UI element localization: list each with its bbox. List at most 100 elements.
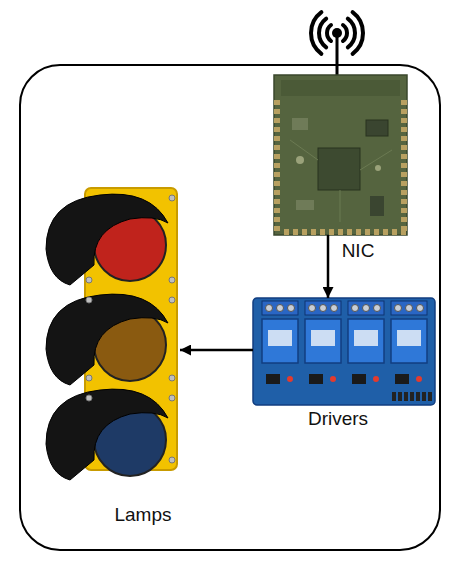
nic-board-picture-part (274, 172, 280, 177)
nic-board-picture-part (356, 229, 361, 235)
housing-outline (20, 65, 440, 550)
nic-board-picture-part (401, 190, 407, 195)
relay-board-picture-part (406, 305, 413, 312)
nic-board-picture-part (311, 229, 316, 235)
relay-board-picture-part (352, 374, 366, 384)
nic-board-picture-part (274, 127, 280, 132)
nic-board-picture-part (274, 109, 280, 114)
relay-board-picture-part (268, 330, 292, 346)
nic-board-picture-part (274, 217, 280, 222)
nic-board-picture-part (347, 229, 352, 235)
traffic-light-picture-part (169, 395, 175, 401)
relay-board-picture-part (395, 305, 402, 312)
driver-board: Drivers (253, 298, 435, 405)
nic-board-picture-part (284, 229, 289, 235)
traffic-light-picture-part (86, 395, 92, 401)
antenna-symbol-part (319, 19, 326, 48)
relay-board-picture-part (330, 376, 336, 382)
nic-board-picture-part (401, 118, 407, 123)
relay-board-picture-part (410, 392, 414, 401)
nic-board-picture-part (302, 229, 307, 235)
nic-board-picture-part (292, 118, 308, 130)
part-label: Drivers (306, 408, 370, 431)
traffic-light-picture-part (169, 297, 175, 303)
part-label: Lamps (112, 504, 173, 527)
signal-arrow (327, 235, 330, 298)
nic-board-picture-part (370, 196, 384, 216)
nic-board-picture-part (401, 163, 407, 168)
nic-board-picture-part (274, 190, 280, 195)
relay-board-picture-part (309, 305, 316, 312)
nic-board-picture-part (274, 75, 407, 235)
nic-board-picture-part (318, 148, 360, 190)
relay-board-picture-part (397, 330, 421, 346)
relay-board-picture-part (404, 392, 408, 401)
traffic-light-picture (46, 188, 177, 480)
relay-board-picture-part (354, 330, 378, 346)
relay-board-picture-part (392, 392, 396, 401)
antenna-symbol-part (327, 25, 331, 41)
nic-board-picture-part (296, 156, 304, 164)
part-label: NIC (340, 240, 377, 263)
relay-board-picture-part (262, 301, 298, 315)
traffic-light-picture-part (86, 375, 92, 381)
traffic-light-picture-part (169, 457, 175, 463)
nic-board-picture-part (401, 208, 407, 213)
nic-board-picture-part (274, 145, 280, 150)
relay-board-picture-part (253, 298, 435, 405)
traffic-light-picture-part (86, 297, 92, 303)
nic-board-picture-part (401, 229, 406, 235)
traffic-light-picture-part (46, 194, 168, 285)
relay-board-picture-part (311, 330, 335, 346)
relay-board-picture-part (266, 305, 273, 312)
traffic-light-picture-part (46, 389, 168, 480)
nic-board-picture-part (401, 199, 407, 204)
relay-board-picture-part (373, 376, 379, 382)
relay-board-picture-part (391, 319, 427, 363)
nic-board-picture-part (401, 154, 407, 159)
relay-board-picture-part (422, 392, 426, 401)
lamp-unit: Lamps (42, 188, 180, 470)
relay-board-picture-part (288, 305, 295, 312)
nic-board-picture-part (374, 229, 379, 235)
nic-board-picture-part (375, 165, 381, 171)
relay-board-picture-part (348, 319, 384, 363)
relay-board-picture-part (331, 305, 338, 312)
nic-board-picture-part (274, 163, 280, 168)
nic-board-picture-part (274, 208, 280, 213)
relay-board-picture-part (374, 305, 381, 312)
nic-board-picture-part (274, 199, 280, 204)
signal-arrow (180, 349, 253, 352)
nic-board-picture-part (290, 140, 318, 160)
relay-board-picture-part (277, 305, 284, 312)
nic-board-picture-part (401, 109, 407, 114)
antenna-symbol-part (343, 25, 347, 41)
traffic-light-picture-part (86, 277, 92, 283)
relay-board-picture-part (305, 319, 341, 363)
antenna-symbol-part (336, 33, 339, 76)
relay-board-picture-part (398, 392, 402, 401)
traffic-light-picture-part (169, 277, 175, 283)
relay-board-picture-part (417, 305, 424, 312)
nic-board-picture (274, 75, 407, 235)
antenna-symbol-part (348, 19, 355, 48)
nic-board-picture-part (401, 127, 407, 132)
antenna-symbol (311, 12, 363, 76)
relay-board-picture-part (416, 376, 422, 382)
relay-board-picture-part (262, 319, 298, 363)
traffic-light-picture-part (169, 375, 175, 381)
relay-board-picture-part (352, 305, 359, 312)
traffic-light-picture-part (46, 294, 168, 385)
housing-outline-part (20, 65, 440, 550)
traffic-light-picture-part (169, 195, 175, 201)
nic-board-picture-part (401, 181, 407, 186)
relay-board-picture-part (287, 376, 293, 382)
nic-board-picture-part (274, 154, 280, 159)
antenna-symbol-part (311, 12, 321, 54)
relay-board-picture-part (416, 392, 420, 401)
nic-board-picture-part (383, 229, 388, 235)
nic-board-picture-part (274, 181, 280, 186)
nic-board-picture-part (401, 217, 407, 222)
